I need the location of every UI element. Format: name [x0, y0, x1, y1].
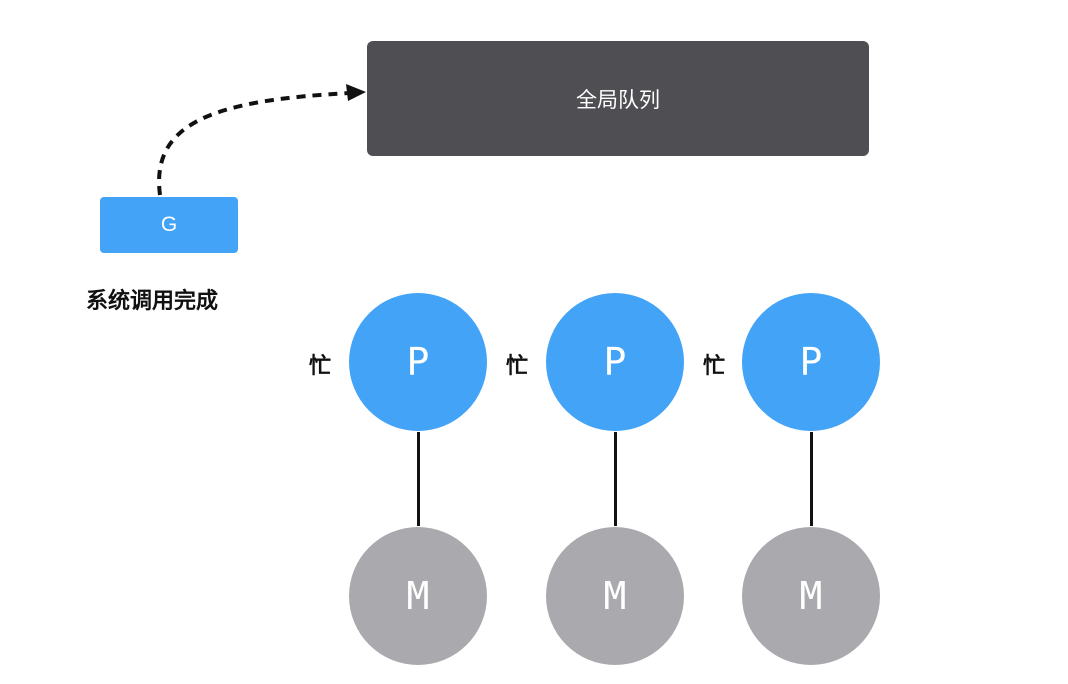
syscall-complete-caption: 系统调用完成 [86, 289, 219, 314]
goroutine-label: G [160, 213, 178, 236]
machine-label: M [406, 574, 430, 618]
machine-m: M [742, 527, 880, 665]
processor-label: P [603, 340, 627, 384]
processor-label: P [799, 340, 823, 384]
processor-label: P [406, 340, 430, 384]
dashed-arrow-path [157, 91, 351, 196]
processor-status: 忙 [506, 354, 529, 379]
machine-m: M [546, 527, 684, 665]
processor-status: 忙 [309, 354, 332, 379]
goroutine-g: G [100, 197, 238, 253]
global-queue: 全局队列 [367, 41, 869, 156]
machine-label: M [603, 574, 627, 618]
machine-label: M [799, 574, 823, 618]
processor-p: P [742, 293, 880, 431]
p-m-link [614, 432, 617, 526]
processor-p: P [546, 293, 684, 431]
p-m-link [810, 432, 813, 526]
p-m-link [417, 432, 420, 526]
processor-p: P [349, 293, 487, 431]
global-queue-label: 全局队列 [576, 87, 660, 112]
processor-status: 忙 [703, 354, 726, 379]
arrow-head [346, 84, 366, 101]
machine-m: M [349, 527, 487, 665]
